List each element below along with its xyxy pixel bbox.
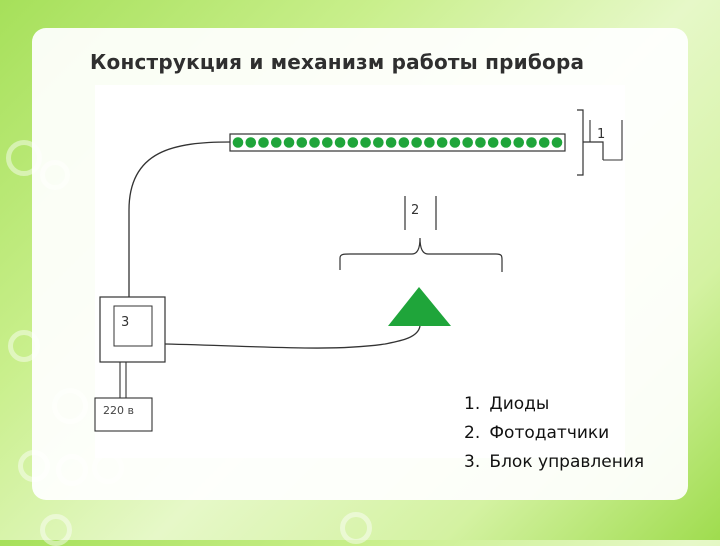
power-wires [119, 362, 127, 398]
control-block [99, 296, 166, 363]
legend-item-diodes: 1. Диоды [464, 390, 644, 419]
callout-2-frame [404, 196, 437, 230]
led-diode [373, 137, 384, 148]
led-diode [462, 137, 473, 148]
led-diode [334, 137, 346, 148]
led-diode [347, 137, 359, 148]
led-diode [538, 137, 550, 148]
led-diode [360, 137, 371, 148]
legend-text: Фотодатчики [489, 423, 610, 443]
callout-2-number: 2 [411, 203, 419, 218]
brace-photosensors [339, 237, 503, 272]
legend-list: 1. Диоды 2. Фотодатчики 3. Блок управлен… [464, 390, 644, 477]
led-diode [385, 137, 397, 148]
legend-item-control-unit: 3. Блок управления [464, 448, 644, 477]
led-diode [551, 137, 563, 148]
led-diode [513, 137, 525, 148]
led-diode [475, 137, 486, 148]
led-diode [296, 137, 308, 148]
led-diode [424, 137, 435, 148]
power-label: 220 в [103, 404, 134, 417]
cable-to-sensor [164, 325, 421, 349]
cable-to-diodes [128, 141, 231, 297]
led-diode [411, 137, 422, 148]
legend-text: Диоды [489, 394, 550, 414]
power-source-box [94, 397, 153, 432]
legend-item-photosensors: 2. Фотодатчики [464, 419, 644, 448]
led-diode [309, 137, 320, 148]
bracket-diodes [577, 109, 604, 176]
led-diode [449, 137, 461, 148]
led-diode [487, 137, 499, 148]
led-diode [283, 137, 295, 148]
legend-number: 3. [464, 452, 481, 472]
control-inner-frame [113, 305, 153, 347]
led-row [232, 137, 563, 148]
callout-3-number: 3 [121, 315, 129, 330]
led-diode [526, 137, 537, 148]
legend-number: 2. [464, 423, 481, 443]
led-diode [500, 137, 512, 148]
slide-title: Конструкция и механизм работы прибора [90, 50, 585, 74]
legend-number: 1. [464, 394, 481, 414]
legend-text: Блок управления [489, 452, 645, 472]
bracket-diodes-callout [589, 120, 623, 161]
callout-1-number: 1 [597, 127, 605, 142]
led-diode [270, 137, 282, 148]
led-diode [436, 137, 448, 148]
led-diode [232, 137, 244, 148]
led-diode [398, 137, 410, 148]
led-diode [322, 137, 333, 148]
led-diode [258, 137, 269, 148]
led-diode [245, 137, 257, 148]
photosensor-triangle [388, 287, 451, 326]
